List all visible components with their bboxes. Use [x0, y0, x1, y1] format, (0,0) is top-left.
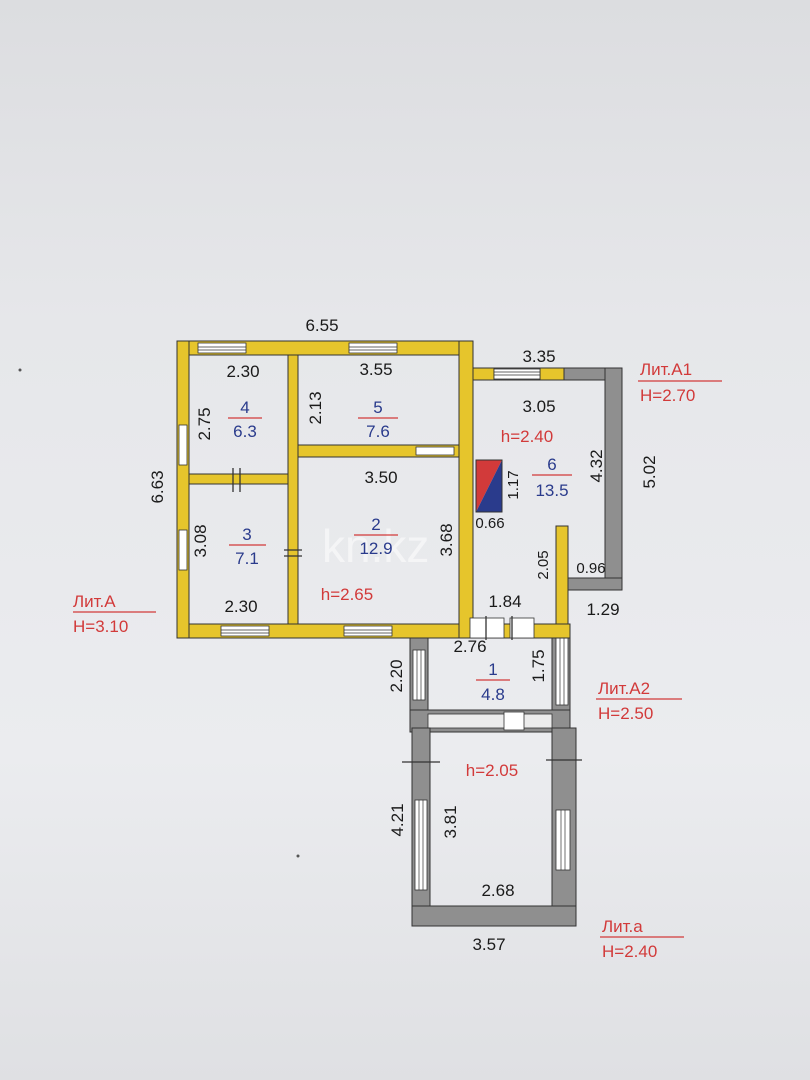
- room-2-area: 12.9: [359, 539, 392, 558]
- dim-porch-bottom: 3.57: [472, 935, 505, 954]
- dim-stair-diagonal: 1.17: [505, 470, 522, 499]
- speck: [296, 854, 300, 858]
- room-2-number: 2: [371, 515, 380, 534]
- liter-a2-label: Лит.А2 H=2.50: [596, 679, 682, 723]
- room-1-area: 4.8: [481, 685, 505, 704]
- svg-text:Лит.А1: Лит.А1: [640, 360, 692, 379]
- dim-room3-height: 3.08: [191, 524, 210, 557]
- room-5-number: 5: [373, 398, 382, 417]
- dim-room4-height: 2.75: [195, 407, 214, 440]
- dim-porch-left-inner: 3.81: [441, 805, 460, 838]
- room-1-number: 1: [488, 660, 497, 679]
- dim-a1-height: 4.32: [587, 449, 606, 482]
- dim-a2-left: 2.20: [387, 659, 406, 692]
- svg-text:Лит.А: Лит.А: [73, 592, 116, 611]
- room-5-area: 7.6: [366, 422, 390, 441]
- dim-room4-width: 2.30: [226, 362, 259, 381]
- watermark: kn.kz: [322, 520, 429, 572]
- room-6-area: 13.5: [535, 481, 568, 500]
- svg-text:Лит.А2: Лит.А2: [598, 679, 650, 698]
- dim-a2-width: 2.76: [453, 637, 486, 656]
- stair-icon: [475, 459, 503, 513]
- dim-a1-top: 3.35: [522, 347, 555, 366]
- liter-a1-label: Лит.А1 H=2.70: [638, 360, 722, 405]
- room-4-area: 6.3: [233, 422, 257, 441]
- dim-room5-width: 3.55: [359, 360, 392, 379]
- dim-porch-inner-width: 2.68: [481, 881, 514, 900]
- svg-text:H=2.70: H=2.70: [640, 386, 695, 405]
- dim-room3-width: 2.30: [224, 597, 257, 616]
- extension-a2-walls: [409, 627, 571, 733]
- svg-text:H=3.10: H=3.10: [73, 617, 128, 636]
- room-3-number: 3: [242, 525, 251, 544]
- dim-left-overall: 6.63: [148, 470, 167, 503]
- dim-a1-outer: 5.02: [640, 455, 659, 488]
- height-a1: h=2.40: [501, 427, 553, 446]
- dim-a1-bottom: 1.84: [488, 592, 521, 611]
- svg-text:H=2.50: H=2.50: [598, 704, 653, 723]
- dim-a1-niche: 0.96: [576, 560, 605, 577]
- dim-a2-right: 1.75: [529, 649, 548, 682]
- extension-a1-walls: [469, 367, 623, 629]
- speck: [18, 368, 22, 372]
- room-3-area: 7.1: [235, 549, 259, 568]
- height-porch: h=2.05: [466, 761, 518, 780]
- height-main: h=2.65: [321, 585, 373, 604]
- dim-porch-left-outer: 4.21: [388, 803, 407, 836]
- porch-walls: [402, 727, 582, 927]
- svg-text:H=2.40: H=2.40: [602, 942, 657, 961]
- liter-a-label: Лит.А H=3.10: [73, 592, 156, 636]
- room-4-number: 4: [240, 398, 249, 417]
- dim-a1-step: 1.29: [586, 600, 619, 619]
- window-glazing-lines: [198, 346, 513, 640]
- dim-a1-step-height: 2.05: [535, 550, 552, 579]
- fraction-lines: [228, 417, 572, 681]
- dim-room2-width: 3.50: [364, 468, 397, 487]
- room-6-number: 6: [547, 455, 556, 474]
- dim-room5-height: 2.13: [306, 391, 325, 424]
- svg-text:Лит.a: Лит.a: [602, 917, 643, 936]
- dim-a1-inner-width: 3.05: [522, 397, 555, 416]
- dim-room2-height: 3.68: [437, 523, 456, 556]
- dim-stair-width: 0.66: [475, 515, 504, 532]
- liter-a-lower-label: Лит.a H=2.40: [600, 917, 684, 961]
- dim-top-overall: 6.55: [305, 316, 338, 335]
- main-house-windows: [178, 342, 535, 639]
